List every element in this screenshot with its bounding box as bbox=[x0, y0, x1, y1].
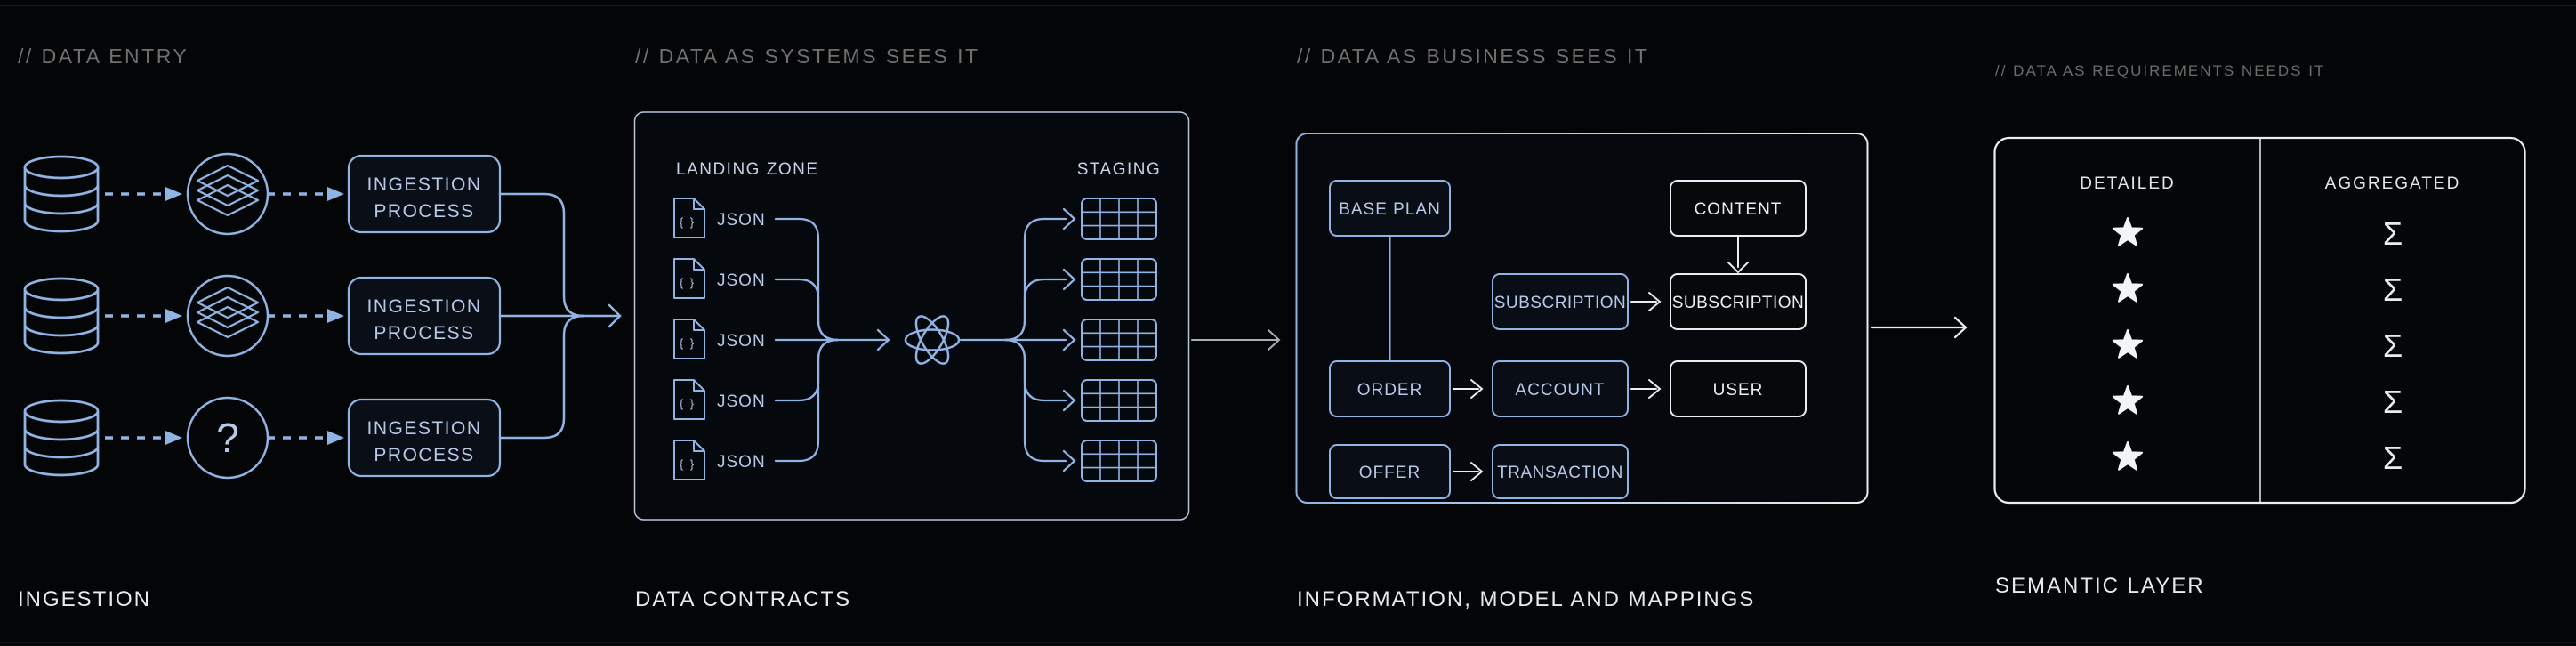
dashed-arrow-icon bbox=[103, 307, 184, 325]
arrow-contracts-to-model bbox=[1191, 329, 1281, 351]
arrow-head-icon bbox=[1062, 449, 1076, 472]
arrow-head-icon bbox=[1062, 328, 1076, 351]
files-merge-connector bbox=[774, 217, 890, 463]
sigma-icon: Σ bbox=[2383, 384, 2403, 420]
entity-account: ACCOUNT bbox=[1492, 360, 1629, 417]
top-divider-line bbox=[0, 5, 2576, 6]
ingestion-process-box bbox=[347, 276, 502, 356]
entity-label: TRANSACTION bbox=[1497, 464, 1623, 482]
atom-icon bbox=[904, 315, 961, 365]
entity-subscription-source: SUBSCRIPTION bbox=[1492, 273, 1629, 330]
entity-transaction: TRANSACTION bbox=[1492, 444, 1629, 499]
question-icon: ? bbox=[216, 415, 239, 461]
layers-icon bbox=[196, 164, 260, 217]
json-label: JSON bbox=[717, 392, 766, 411]
entity-label: SUBSCRIPTION bbox=[1672, 294, 1805, 312]
entity-label: CONTENT bbox=[1695, 200, 1783, 219]
arrow-head-icon bbox=[1648, 292, 1662, 311]
database-icon bbox=[23, 277, 100, 355]
entity-label: USER bbox=[1713, 381, 1764, 400]
aggregated-column-header: AGGREGATED bbox=[2325, 174, 2461, 193]
detailed-column-header: DETAILED bbox=[2080, 174, 2176, 193]
landing-zone-container bbox=[633, 111, 1190, 521]
footer-label-information-model: INFORMATION, MODEL AND MAPPINGS bbox=[1297, 587, 1756, 611]
arrow-head-icon bbox=[876, 328, 890, 351]
staging-fanout-connector bbox=[959, 207, 1076, 472]
entity-order: ORDER bbox=[1329, 360, 1451, 417]
entity-content: CONTENT bbox=[1670, 180, 1807, 237]
arrow-head-icon bbox=[1470, 379, 1484, 399]
arrow-head-icon bbox=[1062, 389, 1076, 412]
arrow-head-icon bbox=[1062, 207, 1076, 230]
entity-base-plan: BASE PLAN bbox=[1329, 180, 1451, 237]
json-label: JSON bbox=[717, 453, 766, 472]
staging-label: STAGING bbox=[1077, 160, 1162, 179]
entity-label: ORDER bbox=[1357, 381, 1423, 400]
footer-label-semantic-layer: SEMANTIC LAYER bbox=[1995, 574, 2205, 598]
dashed-arrow-icon bbox=[103, 185, 184, 203]
section-information-model: BASE PLAN CONTENT SUBSCRIPTION SUBSCRIPT… bbox=[1295, 133, 1869, 504]
ingestion-process-box bbox=[347, 398, 502, 478]
arrow-head-icon bbox=[1953, 316, 1968, 339]
bottom-divider-line bbox=[0, 642, 2576, 643]
arrow-head-icon bbox=[1062, 268, 1076, 291]
arrow-head-icon bbox=[608, 303, 622, 328]
arrow-model-to-semantic bbox=[1870, 316, 1968, 339]
section-header-data-entry: // DATA ENTRY bbox=[18, 44, 189, 68]
sigma-icon: Σ bbox=[2383, 271, 2403, 308]
entity-user: USER bbox=[1670, 360, 1807, 417]
arrow-head-icon bbox=[1648, 379, 1662, 399]
entity-label: OFFER bbox=[1359, 464, 1421, 482]
entity-label: ACCOUNT bbox=[1516, 381, 1606, 400]
json-label: JSON bbox=[717, 271, 766, 290]
layers-icon bbox=[196, 286, 260, 339]
footer-label-ingestion: INGESTION bbox=[18, 587, 152, 611]
section-data-entry: ? bbox=[23, 152, 622, 480]
entity-offer: OFFER bbox=[1329, 444, 1451, 499]
dashed-arrow-icon bbox=[265, 307, 346, 325]
landing-zone-label: LANDING ZONE bbox=[676, 160, 819, 179]
section-header-requirements: // DATA AS REQUIREMENTS NEEDS IT bbox=[1995, 62, 2326, 79]
mapping-arrows bbox=[1453, 235, 1749, 481]
entity-label: SUBSCRIPTION bbox=[1494, 294, 1627, 312]
footer-label-data-contracts: DATA CONTRACTS bbox=[635, 587, 852, 611]
dashed-arrow-icon bbox=[103, 429, 184, 447]
database-icon bbox=[23, 155, 100, 233]
json-label: JSON bbox=[717, 211, 766, 230]
sigma-icon: Σ bbox=[2383, 327, 2403, 364]
json-label: JSON bbox=[717, 332, 766, 351]
sigma-icon: Σ bbox=[2383, 440, 2403, 476]
arrow-head-icon bbox=[1268, 329, 1281, 351]
section-header-business: // DATA AS BUSINESS SEES IT bbox=[1297, 44, 1650, 68]
entity-label: BASE PLAN bbox=[1339, 200, 1441, 219]
section-semantic-layer: DETAILED AGGREGATED Σ Σ Σ Σ Σ bbox=[1993, 136, 2526, 505]
arrow-head-icon bbox=[1470, 462, 1484, 481]
section-header-systems: // DATA AS SYSTEMS SEES IT bbox=[635, 44, 980, 68]
dashed-arrow-icon bbox=[265, 429, 346, 447]
database-icon bbox=[23, 399, 100, 477]
ingestion-process-box bbox=[347, 154, 502, 234]
sigma-icon: Σ bbox=[2383, 215, 2403, 252]
dashed-arrow-icon bbox=[265, 185, 346, 203]
entity-subscription-target: SUBSCRIPTION bbox=[1670, 273, 1807, 330]
merge-connector bbox=[498, 192, 622, 440]
arrow-head-icon bbox=[1727, 262, 1749, 274]
section-data-contracts: LANDING ZONE STAGING JSON JSON JSON JSON… bbox=[633, 111, 1190, 521]
